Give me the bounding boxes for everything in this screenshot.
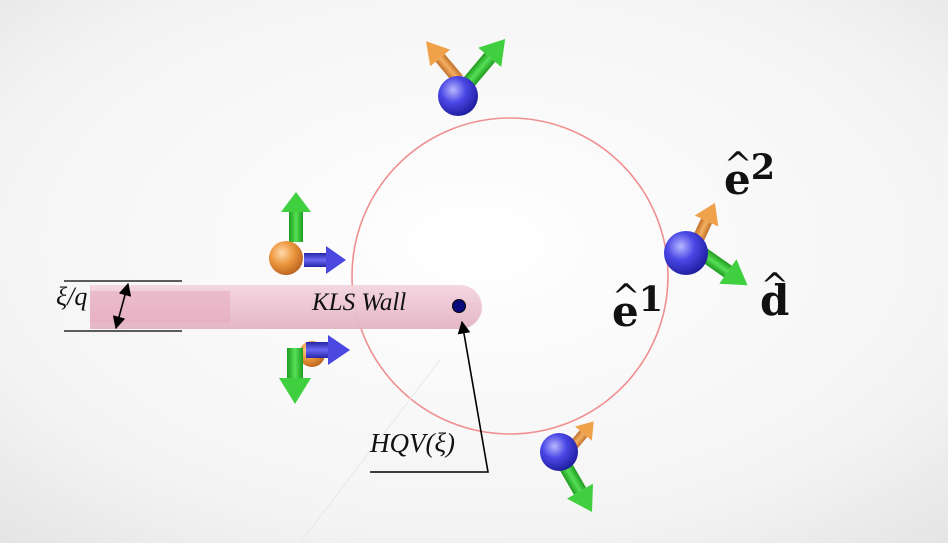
e2-label: ^ e 2 bbox=[724, 145, 776, 204]
orange-arrow-top bbox=[426, 41, 463, 84]
light-ray bbox=[299, 359, 441, 543]
triad-bottom bbox=[540, 421, 594, 512]
d-hat: ^ bbox=[760, 266, 789, 306]
blue-sphere-right bbox=[664, 231, 708, 275]
blue-arrow-left-lower bbox=[306, 335, 350, 365]
hqv-label: HQV(ξ) bbox=[370, 428, 456, 458]
e1-label: ^ e 1 bbox=[612, 277, 664, 336]
hqv-pointer bbox=[370, 320, 489, 473]
e1-hat: ^ bbox=[612, 277, 641, 317]
blue-arrow-left-upper bbox=[304, 246, 346, 274]
triad-left-upper bbox=[269, 192, 346, 275]
triad-left-lower bbox=[279, 335, 350, 404]
orange-sphere-left-upper bbox=[269, 241, 303, 275]
thickness-label: ξ/q bbox=[56, 282, 88, 311]
d-label: ^ d bbox=[760, 269, 789, 322]
green-arrow-top bbox=[462, 38, 506, 88]
thickness-marker bbox=[64, 280, 182, 332]
blue-sphere-top bbox=[438, 76, 478, 116]
e1-sup: 1 bbox=[638, 279, 664, 320]
triad-top bbox=[426, 38, 506, 116]
wall-shade bbox=[90, 291, 230, 323]
orbit-circle bbox=[351, 117, 669, 435]
vortex-core bbox=[452, 299, 466, 313]
blue-sphere-bottom bbox=[540, 433, 578, 471]
e1-base: e bbox=[612, 287, 639, 336]
e2-sup: 2 bbox=[750, 147, 776, 188]
green-arrow-left-lower bbox=[279, 348, 311, 404]
kls-wall bbox=[90, 285, 482, 329]
d-base: d bbox=[760, 276, 790, 325]
wall-label: KLS Wall bbox=[312, 289, 407, 316]
green-arrow-left-upper bbox=[281, 192, 311, 242]
triad-right bbox=[664, 202, 748, 286]
e2-base: e bbox=[724, 155, 751, 204]
e2-hat: ^ bbox=[724, 145, 753, 185]
